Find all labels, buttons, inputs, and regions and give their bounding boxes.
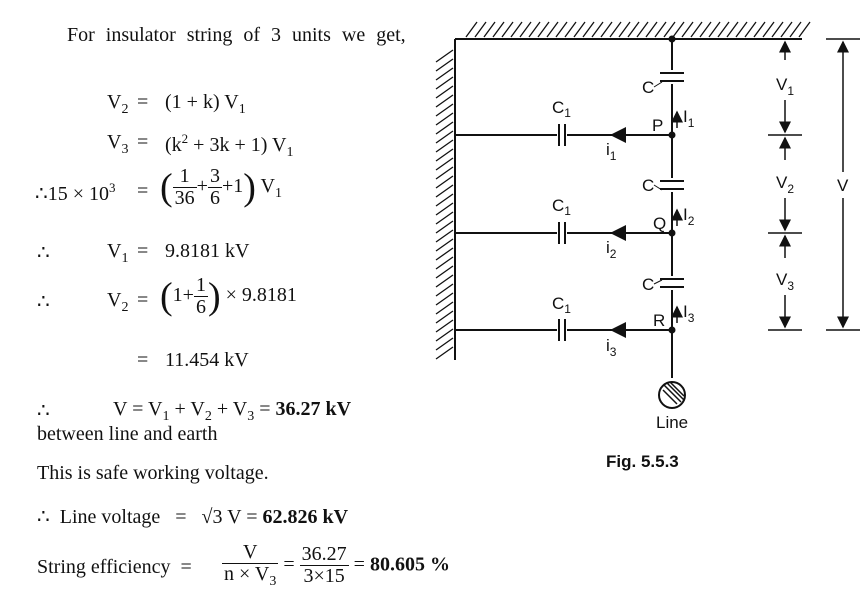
capacitor-c1-label: C1 [552,196,571,218]
node-q-label: Q [653,214,666,233]
voltage-dimensions [768,38,802,331]
figure-caption: Fig. 5.5.3 [606,452,679,471]
equation-v2: V2 [107,91,129,117]
equation-total-lhs: ∴15 × 103 [35,180,116,205]
between-text: between line and earth [37,423,218,445]
voltage-total-dimension [826,38,860,331]
left-earth-hatch [435,39,456,360]
current-i2-label: i2 [606,238,617,261]
capacitor-c1-label: C1 [552,294,571,316]
current-I1-label: I1 [683,107,695,130]
equals-sign: = [137,131,149,153]
equation-v3-rhs: (k2 + 3k + 1) V1 [165,131,294,160]
current-I3-label: I3 [683,302,695,325]
capacitor-c1-label: C1 [552,98,571,120]
capacitor-c-1 [660,70,684,84]
line-label: Line [656,413,688,432]
shunt-branch-p [455,124,676,146]
capacitor-c-label: C [642,176,654,195]
voltage-v2-label: V2 [776,173,794,196]
node-r-label: R [653,311,665,330]
capacitor-c-2 [660,178,684,192]
capacitor-c-3 [660,276,684,290]
current-i3-label: i3 [606,336,617,359]
equals-sign: = [137,349,149,371]
equals-sign: = [137,240,149,262]
equation-v2-rhs: (1 + k) V1 [165,91,246,117]
top-earth-hatch [455,21,811,40]
equation-v1: V1 [107,240,129,266]
equals-sign: = [137,289,149,311]
equation-v2-num: V2 [107,289,129,315]
voltage-total-label: V [837,176,849,195]
equation-v3: V3 [107,131,129,157]
equals-sign: = [137,180,149,202]
therefore-sign: ∴ [37,400,50,422]
capacitor-c-label: C [642,275,654,294]
intro-text: For insulator string of 3 units we get, [67,24,406,46]
equation-v-total: V = V1 + V2 + V3 = 36.27 kV [113,398,352,424]
equation-v1-rhs: 9.8181 kV [165,240,250,262]
current-i1-label: i1 [606,140,617,163]
shunt-branch-q [455,222,676,244]
safe-text: This is safe working voltage. [37,462,269,484]
string-efficiency-label: String efficiency = [37,556,192,578]
therefore-sign: ∴ [37,242,50,264]
node-p-label: P [652,116,663,135]
shunt-branch-r [455,319,676,341]
capacitor-c-label: C [642,78,654,97]
line-conductor-symbol [658,381,686,409]
equals-sign: = [137,91,149,113]
therefore-sign: ∴ [37,291,50,313]
line-voltage: ∴ Line voltage = √3 V = 62.826 kV [37,506,349,528]
current-I2-label: I2 [683,205,695,228]
voltage-v3-label: V3 [776,270,794,293]
equation-v2-value: 11.454 kV [165,349,249,371]
voltage-v1-label: V1 [776,75,794,98]
